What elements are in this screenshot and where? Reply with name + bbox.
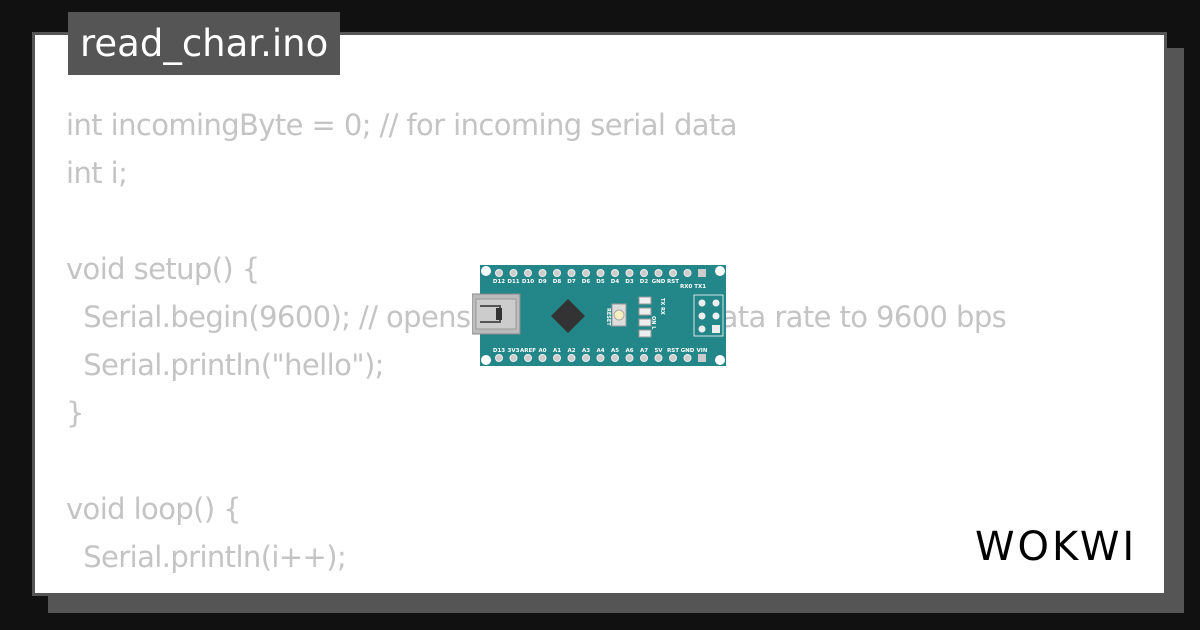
- icsp-header: [693, 294, 724, 337]
- pin-hole: [654, 354, 663, 362]
- pin-hole: [495, 269, 503, 277]
- pin-hole: [669, 269, 677, 277]
- pin-hole: [538, 269, 547, 277]
- pin-hole: [538, 354, 547, 362]
- pin-label: RST: [667, 279, 679, 285]
- pin-hole: [509, 354, 518, 362]
- code-line: Serial.println(i++);: [66, 540, 347, 574]
- pin-label: RST: [667, 348, 679, 354]
- pin-label: D4: [611, 279, 620, 285]
- pin-label: A0: [538, 348, 546, 354]
- pin-hole: [582, 354, 590, 362]
- pin-label: D10: [522, 279, 534, 285]
- pin-label: D8: [553, 279, 562, 285]
- pin-hole: [524, 269, 532, 277]
- code-line: void setup() {: [66, 252, 260, 286]
- pin-label: A4: [596, 348, 604, 354]
- pin-label: D3: [625, 279, 634, 285]
- usb-connector-icon: [472, 293, 521, 335]
- pin-hole: [640, 354, 648, 362]
- code-line: Serial.println("hello");: [66, 348, 384, 382]
- pin-label: D6: [582, 279, 591, 285]
- pin-label: D5: [596, 279, 605, 285]
- code-line: }: [66, 396, 84, 430]
- pin-hole: [654, 269, 663, 277]
- logo-text: WOKWI: [975, 524, 1138, 570]
- pin-hole: [509, 269, 518, 277]
- pin-hole: [567, 354, 576, 362]
- pin-hole: [596, 354, 605, 362]
- pin-label: VIN: [697, 348, 708, 354]
- pin-label: A6: [625, 348, 633, 354]
- pin-hole: [553, 269, 561, 277]
- pin-label: A3: [582, 348, 590, 354]
- code-line: int i;: [66, 156, 128, 190]
- led-label-on-l: ON L: [650, 316, 656, 330]
- pin-label: 5V: [654, 348, 663, 354]
- pin-hole: [596, 269, 605, 277]
- code-line: void loop() {: [66, 492, 242, 526]
- pin-label: D13: [493, 348, 505, 354]
- pin-hole: [640, 269, 648, 277]
- reset-label: RESET: [605, 308, 611, 326]
- pin-hole: [698, 269, 706, 277]
- pin-hole: [683, 269, 692, 277]
- code-line: [66, 437, 1156, 485]
- pin-label: A5: [611, 348, 619, 354]
- pin-hole: [611, 269, 619, 277]
- pin-hole: [698, 354, 706, 362]
- pin-label: D9: [538, 279, 547, 285]
- led-label-tx-rx: TX RX: [659, 298, 665, 315]
- pin-hole: [625, 269, 634, 277]
- pin-label: D7: [567, 279, 576, 285]
- serial-pins-label: RX0 TX1: [680, 284, 706, 290]
- code-line: int incomingByte = 0; // for incoming se…: [66, 108, 737, 142]
- pin-label: GND: [652, 279, 666, 285]
- pin-hole: [683, 354, 692, 362]
- pin-label: D2: [640, 279, 649, 285]
- pin-hole: [611, 354, 619, 362]
- code-line: [66, 197, 1156, 245]
- pin-hole: [625, 354, 634, 362]
- pin-hole: [524, 354, 532, 362]
- pin-label: A7: [640, 348, 648, 354]
- pin-hole: [553, 354, 561, 362]
- pin-label: A2: [567, 348, 575, 354]
- pin-hole: [495, 354, 503, 362]
- wokwi-logo: WOKWI: [975, 522, 1137, 572]
- pin-label: 3V3: [508, 348, 520, 354]
- pin-label: AREF: [520, 348, 536, 354]
- pin-label: GND: [681, 348, 695, 354]
- pin-label: D11: [507, 279, 519, 285]
- file-tab[interactable]: read_char.ino: [68, 12, 341, 75]
- pin-hole: [567, 269, 576, 277]
- reset-button: [613, 309, 625, 321]
- pin-label: D12: [493, 279, 505, 285]
- pin-label: A1: [553, 348, 561, 354]
- board-pcb: [480, 265, 726, 366]
- pin-hole: [669, 354, 677, 362]
- pin-hole: [582, 269, 590, 277]
